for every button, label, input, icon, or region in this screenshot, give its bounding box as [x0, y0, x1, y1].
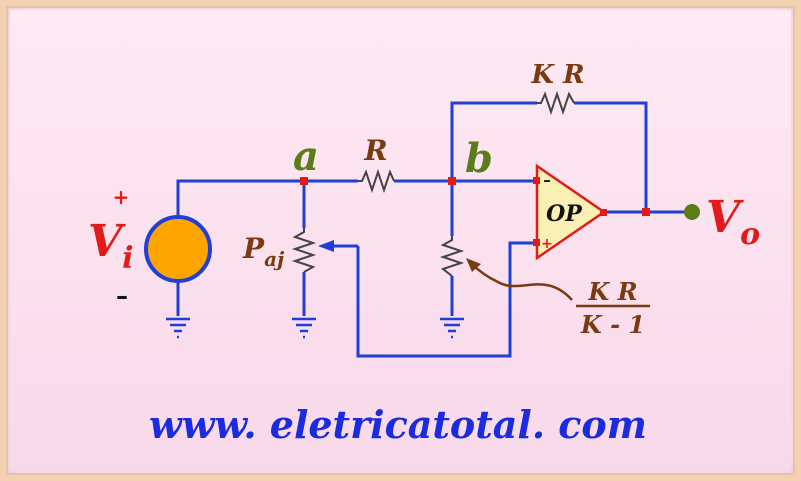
pointer-curve: [471, 263, 573, 301]
wire-plus-to-wiper: [356, 241, 537, 358]
wire-feedback-to-output: [574, 101, 648, 212]
input-plus-sign: +: [113, 185, 130, 209]
opamp-minus-label: –: [543, 171, 551, 189]
opamp-plus-label: +: [541, 236, 553, 252]
opamp-triangle: [535, 163, 607, 261]
input-voltage-label: Vi: [88, 216, 134, 276]
wire-b-to-feedback: [450, 101, 537, 181]
diagram-panel: [10, 10, 791, 471]
junction-nodes: [300, 177, 650, 246]
resistor-kr-k-1: [439, 236, 465, 277]
voltage-source-icon: [144, 215, 212, 283]
node-a-label: a: [293, 133, 319, 180]
ground-kr-icon: [440, 317, 464, 339]
node-b-label: b: [465, 135, 493, 182]
pointer-arrowhead: [466, 258, 481, 272]
wire-source-to-a: [176, 179, 358, 218]
wires: [176, 101, 692, 358]
fraction-numerator: K R: [587, 277, 637, 306]
node-a-dot: [300, 177, 308, 185]
resistor-r-label: R: [363, 134, 387, 167]
resistor-r: [358, 168, 395, 194]
website-url: www. eletricatotal. com: [149, 402, 647, 447]
potentiometer-paj: [291, 228, 317, 273]
pot-wiper-arrow: [318, 240, 334, 252]
ground-source-icon: [166, 317, 190, 339]
output-voltage-label: Vo: [706, 192, 760, 252]
opamp-minus-pin: [533, 177, 540, 184]
feedback-resistor-label: K R: [530, 60, 584, 90]
pot-label: Paj: [242, 232, 285, 271]
opamp-out-pin: [600, 209, 607, 216]
resistor-kr: [537, 90, 575, 116]
ground-pot-icon: [292, 317, 316, 339]
opamp-label: OP: [546, 201, 583, 227]
node-b-dot: [448, 177, 456, 185]
fraction-denominator: K - 1: [580, 310, 645, 339]
opamp-plus-pin: [533, 239, 540, 246]
node-output-dot: [642, 208, 650, 216]
output-terminal: [684, 204, 700, 220]
input-minus-sign: –: [116, 282, 128, 310]
